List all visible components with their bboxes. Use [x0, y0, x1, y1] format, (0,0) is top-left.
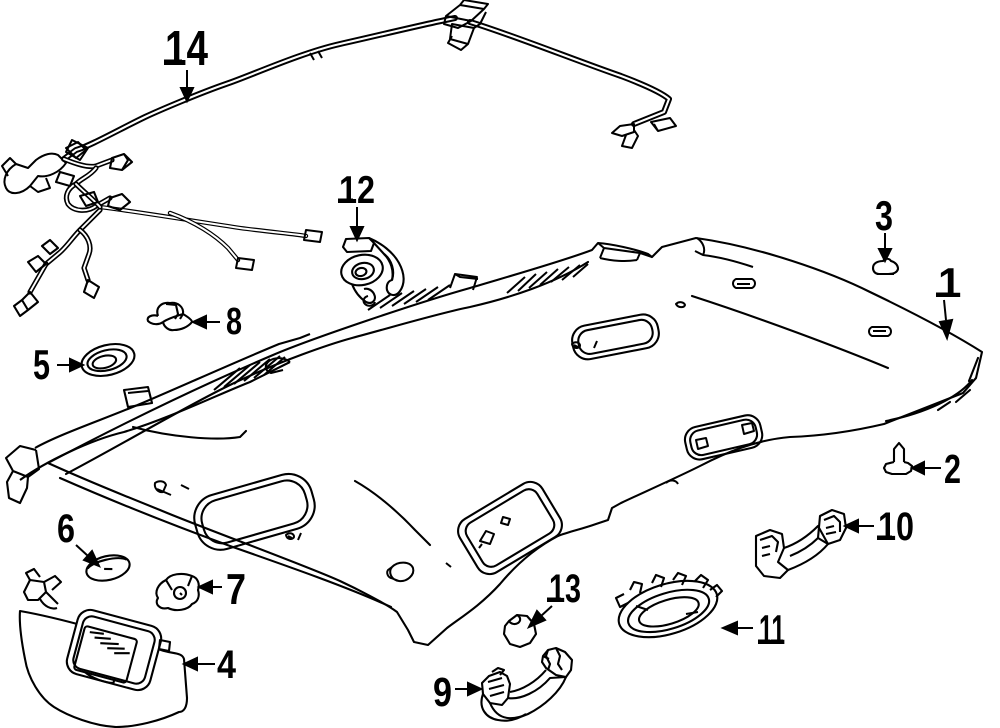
svg-text:11: 11	[759, 606, 785, 653]
svg-text:1: 1	[938, 259, 961, 306]
svg-text:14: 14	[165, 22, 208, 76]
svg-text:12: 12	[339, 169, 375, 212]
svg-text:7: 7	[226, 565, 246, 614]
svg-text:9: 9	[433, 669, 452, 715]
svg-text:4: 4	[217, 643, 237, 687]
svg-text:8: 8	[226, 301, 242, 343]
svg-text:10: 10	[878, 505, 914, 549]
svg-text:2: 2	[944, 446, 961, 492]
svg-text:6: 6	[57, 507, 75, 551]
svg-text:3: 3	[875, 192, 893, 239]
svg-text:5: 5	[33, 341, 50, 388]
svg-text:13: 13	[549, 567, 581, 611]
